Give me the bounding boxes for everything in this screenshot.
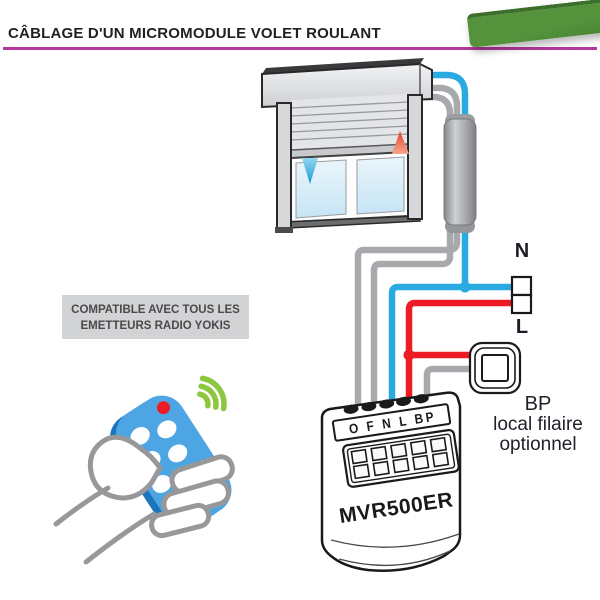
down-arrow-icon [302, 158, 318, 184]
compatibility-note: COMPATIBLE AVEC TOUS LES EMETTEURS RADIO… [62, 295, 249, 339]
module-face: O F N L BP MVR500ER [331, 394, 460, 528]
conduit-sleeve [443, 114, 477, 233]
bp-desc-line2: optionnel [499, 434, 577, 455]
wire-open-grey [354, 84, 461, 411]
window [282, 150, 422, 229]
shutter-box-top [262, 58, 424, 74]
compatibility-line1: COMPATIBLE AVEC TOUS LES [71, 304, 240, 316]
wire-bp-grey [423, 365, 472, 401]
remote-led [157, 401, 171, 415]
wire-neutral-blue [388, 71, 512, 406]
wrist-line-top [53, 485, 111, 527]
compatibility-line2: EMETTEURS RADIO YOKIS [80, 320, 231, 332]
bp-label: BP [524, 393, 552, 415]
window-pane-left [295, 159, 347, 219]
micromodule: O F N L BP MVR500ER [320, 391, 462, 572]
neutral-label: N [514, 240, 530, 262]
window-pane-right [356, 156, 405, 215]
bp-label-block: BP local filaire optionnel [478, 394, 598, 455]
up-arrow-icon [392, 131, 409, 154]
module-bottom-line2 [338, 550, 451, 567]
roller-shutter [261, 58, 433, 233]
shutter-rail-right [407, 94, 423, 220]
neutral-junction-dot [459, 281, 471, 293]
rail-foot [275, 227, 293, 233]
line-junction-dot [403, 349, 415, 361]
mains-terminal-block [510, 275, 533, 315]
wrist-line-bottom [83, 511, 157, 565]
finger [149, 502, 212, 539]
shutter-curtain [290, 94, 409, 159]
title-underline [3, 47, 597, 50]
radio-waves-icon [196, 375, 227, 412]
wire-close-grey [370, 93, 454, 408]
bp-desc-line1: local filaire [493, 414, 583, 435]
shutter-rail-left [276, 102, 292, 230]
wire-line-red [405, 299, 512, 403]
hand [53, 434, 235, 565]
remote-control-hand [53, 375, 235, 565]
screw-terminal-block [342, 428, 460, 488]
line-label: L [515, 316, 529, 338]
page-title: CÂBLAGE D'UN MICROMODULE VOLET ROULANT [8, 25, 381, 42]
module-bottom-line [330, 533, 460, 548]
push-button [468, 341, 522, 395]
wires [354, 71, 512, 411]
